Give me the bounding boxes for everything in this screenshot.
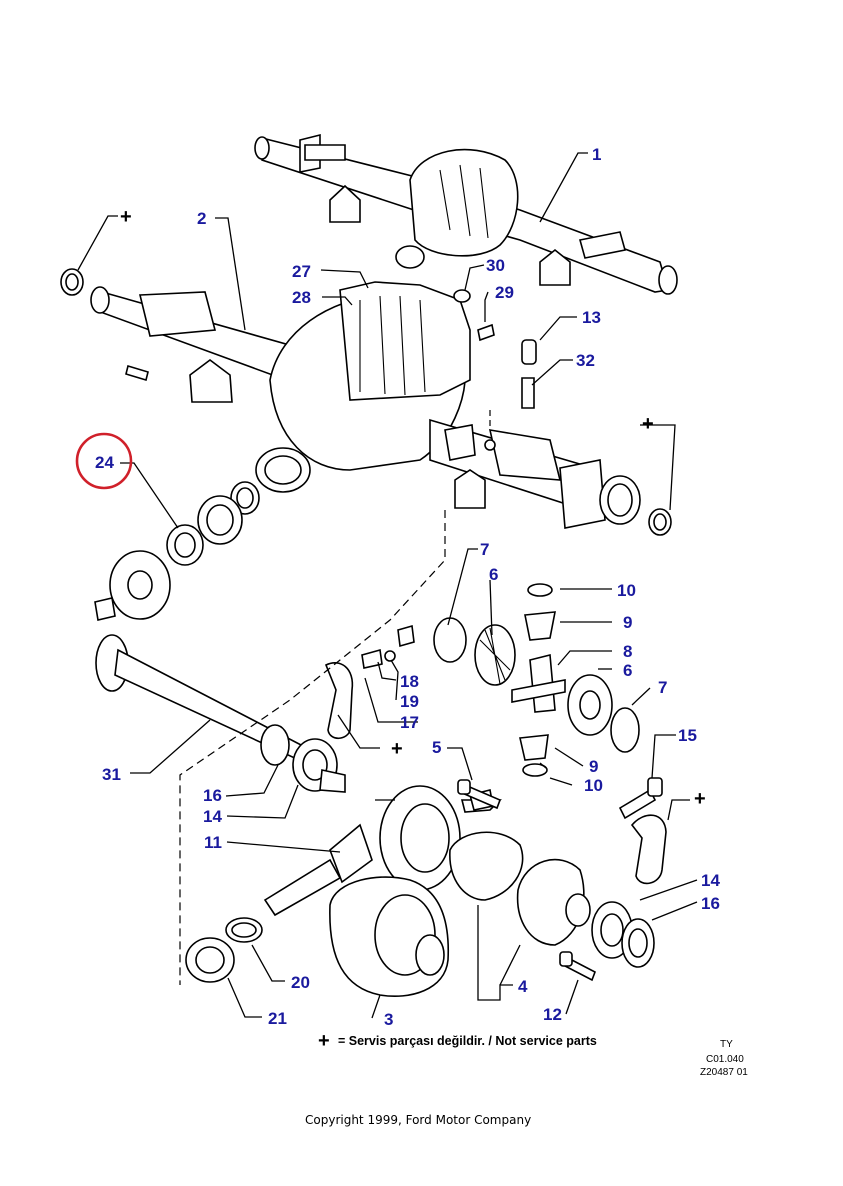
callout-2: 2 — [197, 209, 206, 228]
callout-31: 31 — [102, 765, 121, 784]
callout-6-top: 6 — [489, 565, 498, 584]
callout-13: 13 — [582, 308, 601, 327]
part-pinion-bearings — [94, 481, 260, 621]
callout-20: 20 — [291, 973, 310, 992]
callout-6-right: 6 — [623, 661, 632, 680]
part-1-axle-assembly — [254, 133, 678, 295]
callout-29: 29 — [495, 283, 514, 302]
legend-text: = Servis parçası değildir. / Not service… — [338, 1034, 597, 1048]
callout-27: 27 — [292, 262, 311, 281]
plus-marker: + — [120, 206, 132, 228]
callout-7-top: 7 — [480, 540, 489, 559]
callout-labels: 1 2 27 28 30 29 13 32 24 7 6 10 9 8 6 7 … — [95, 145, 720, 1029]
part-31-axle-shaft — [95, 634, 346, 793]
callout-30: 30 — [486, 256, 505, 275]
reference-line-2: C01.040 — [706, 1054, 744, 1065]
highlight-circle — [75, 432, 133, 490]
part-seals-and-bolts — [60, 268, 672, 536]
callout-15: 15 — [678, 726, 697, 745]
plus-marker: + — [694, 788, 706, 810]
plus-marker: + — [391, 738, 403, 760]
leader-lines — [77, 152, 698, 1019]
part-17-19-brackets — [324, 624, 415, 740]
part-3-differential-carrier — [329, 876, 450, 997]
not-service-markers: + + + + — [120, 206, 706, 810]
callout-24: 24 — [95, 453, 114, 472]
reference-line-3: Z20487 01 — [700, 1067, 748, 1078]
callout-9-top: 9 — [623, 613, 632, 632]
callout-14-right: 14 — [701, 871, 720, 890]
reference-line-1: TY — [720, 1039, 733, 1050]
callout-32: 32 — [576, 351, 595, 370]
copyright-notice: Copyright 1999, Ford Motor Company — [305, 1113, 531, 1127]
part-14-16-bearings-right — [591, 901, 655, 968]
callout-17: 17 — [400, 713, 419, 732]
part-20-21-spacer-bearing — [185, 917, 263, 983]
callout-19: 19 — [400, 692, 419, 711]
callout-16-right: 16 — [701, 894, 720, 913]
callout-14-left: 14 — [203, 807, 222, 826]
callout-7-right: 7 — [658, 678, 667, 697]
callout-9-bottom: 9 — [589, 757, 598, 776]
callout-5: 5 — [432, 738, 441, 757]
part-2-axle-housing — [90, 281, 641, 529]
legend: + = Servis parçası değildir. / Not servi… — [318, 1030, 597, 1052]
part-5-12-bolts — [457, 779, 596, 982]
callout-3: 3 — [384, 1010, 393, 1029]
part-4-differential-case — [449, 831, 591, 946]
reference-code: TY C01.040 Z20487 01 — [700, 1039, 748, 1078]
legend-symbol: + — [318, 1030, 330, 1052]
callout-21: 21 — [268, 1009, 287, 1028]
callout-12: 12 — [543, 1005, 562, 1024]
plus-marker: + — [642, 413, 654, 435]
callout-18: 18 — [400, 672, 419, 691]
callout-16-left: 16 — [203, 786, 222, 805]
callout-11: 11 — [204, 833, 222, 852]
callout-4: 4 — [518, 977, 528, 996]
callout-28: 28 — [292, 288, 311, 307]
part-15-bracket-bolt — [618, 777, 667, 885]
callout-10-bottom: 10 — [584, 776, 603, 795]
callout-10-top: 10 — [617, 581, 636, 600]
part-differential-gears — [433, 583, 640, 777]
callout-1: 1 — [592, 145, 601, 164]
phantom-lines — [179, 410, 491, 985]
callout-8: 8 — [623, 642, 632, 661]
